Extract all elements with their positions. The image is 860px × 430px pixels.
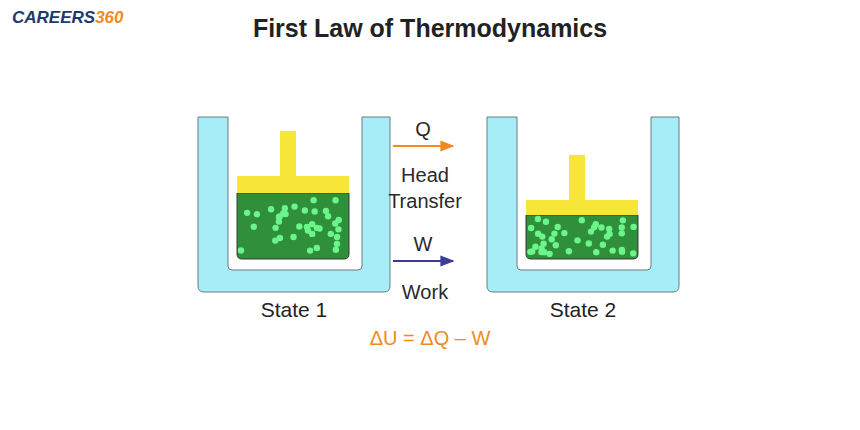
process-arrow (393, 260, 453, 262)
process-label: Work (375, 279, 475, 305)
gas (237, 193, 349, 259)
piston-rod (569, 155, 585, 200)
piston-rod (280, 131, 296, 176)
vessel-1 (198, 117, 390, 292)
gas (526, 215, 638, 259)
formula: ΔU = ΔQ – W (310, 325, 550, 351)
process-label: Head Transfer (380, 162, 470, 214)
state-vessel: State 2 (487, 117, 679, 324)
state-label: State 2 (550, 298, 617, 324)
gas-molecules (238, 197, 342, 254)
logo-number: 360 (95, 5, 123, 31)
piston (237, 176, 349, 193)
logo-text: CAREERS (12, 5, 95, 31)
edge-label: W (414, 231, 433, 257)
process-arrow (393, 145, 453, 147)
state-vessel: State 1 (198, 117, 390, 324)
edge-label: Q (415, 116, 431, 142)
gas-molecules (527, 216, 637, 257)
diagram-title: First Law of Thermodynamics (0, 14, 860, 43)
vessel-2 (487, 117, 679, 292)
state-label: State 1 (261, 298, 328, 324)
piston (526, 200, 638, 215)
